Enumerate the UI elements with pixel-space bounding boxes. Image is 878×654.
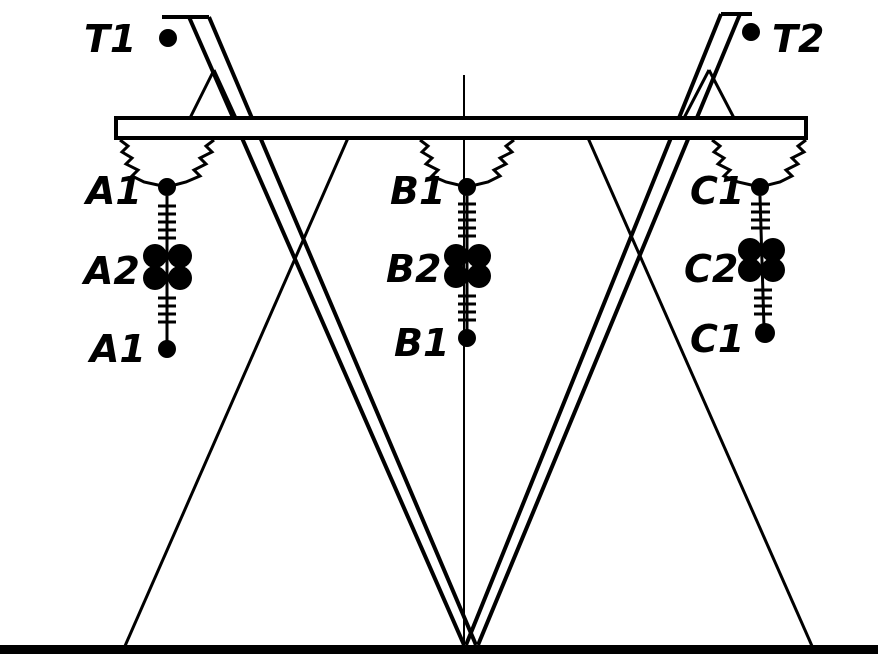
a-insulator-upper [158,204,176,240]
b-insulator-upper [458,202,476,238]
label-a1-top: A1 [83,169,142,213]
left-outer-leg [123,137,350,647]
b1-top-node [458,178,476,196]
c-insulator-lower [754,288,772,316]
label-c1-top: C1 [690,169,744,213]
t1-node [159,29,177,47]
phase-a-v-string [119,138,215,189]
a2-conductor-bundle [143,244,192,290]
phase-c-assembly [738,178,785,343]
phase-a-assembly [143,178,192,358]
ground-line [0,645,878,654]
label-t1: T1 [84,17,136,61]
cross-arm [114,116,808,140]
b-insulator-lower [458,294,476,322]
label-c1-bottom: C1 [690,317,744,361]
c1-bottom-node [755,323,775,343]
phase-b-v-string [419,138,515,189]
a1-top-node [158,178,176,196]
label-b1-bottom: B1 [394,321,449,365]
right-outer-leg [586,137,814,647]
b2-conductor-bundle [444,244,491,288]
c1-top-node [751,178,769,196]
label-c2: C2 [684,247,738,291]
label-b2: B2 [386,247,441,291]
label-b1-top: B1 [390,169,445,213]
a1-bottom-node [158,340,176,358]
c-insulator-upper [751,202,770,230]
t2-node [742,23,760,41]
a-insulator-lower [158,296,176,324]
left-peak-brace [188,69,238,119]
phase-b-assembly [444,178,491,347]
label-a1-bottom: A1 [87,327,146,371]
label-t2: T2 [772,17,824,61]
b1-bottom-node [458,329,476,347]
label-a2: A2 [81,249,140,293]
phase-c-v-string [711,138,807,189]
c2-conductor-bundle [738,238,785,282]
right-peak-brace [682,69,736,119]
